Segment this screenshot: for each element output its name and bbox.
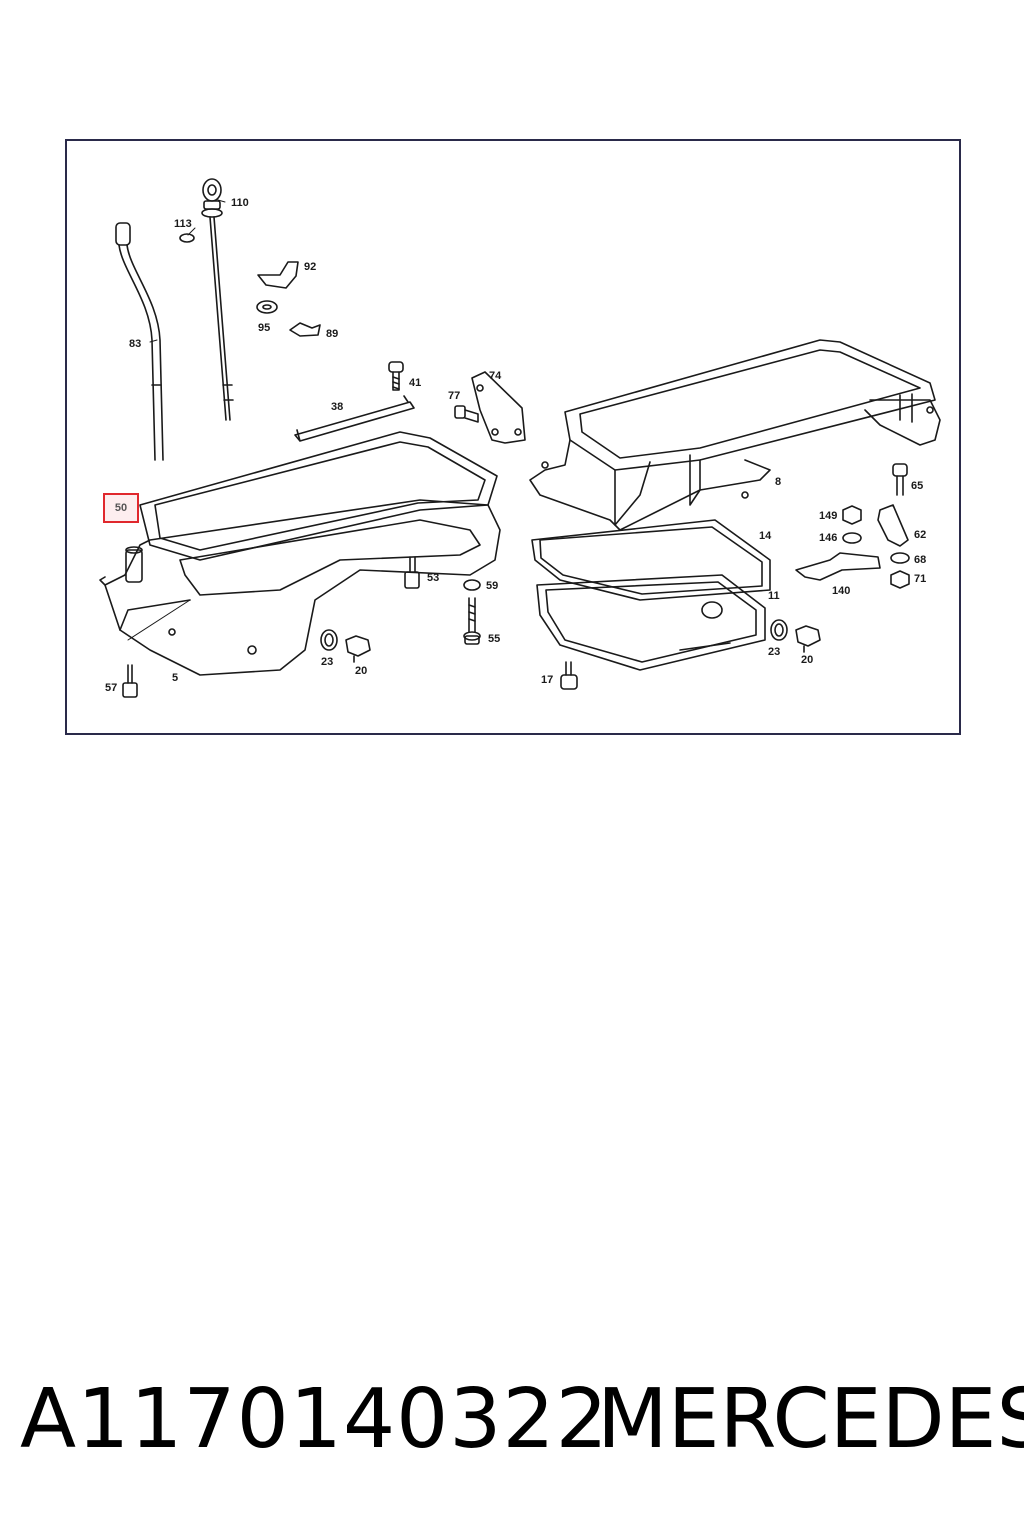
dipstick-tube xyxy=(115,222,164,461)
bracket-38 xyxy=(294,395,415,442)
label-57: 57 xyxy=(105,682,117,694)
drain-plug-20-left xyxy=(345,635,371,663)
label-146: 146 xyxy=(819,532,837,544)
label-68: 68 xyxy=(914,554,926,566)
bolt-77 xyxy=(454,405,479,423)
label-20-left: 20 xyxy=(355,665,367,677)
label-92: 92 xyxy=(304,261,316,273)
clip-89 xyxy=(289,322,321,337)
brand-name: MERCEDES xyxy=(597,1372,1024,1467)
label-53: 53 xyxy=(427,572,439,584)
footer: A1170140322 MERCEDES xyxy=(0,1365,1024,1475)
bolt-55 xyxy=(463,597,481,645)
diagram-frame xyxy=(65,139,961,735)
label-23-left: 23 xyxy=(321,656,333,668)
washer-146 xyxy=(842,532,862,544)
label-38: 38 xyxy=(331,401,343,413)
lower-oil-pan-8 xyxy=(529,339,941,531)
label-17: 17 xyxy=(541,674,553,686)
label-140: 140 xyxy=(832,585,850,597)
label-110: 110 xyxy=(231,197,249,209)
dipstick xyxy=(201,178,234,421)
label-62: 62 xyxy=(914,529,926,541)
upper-oil-pan-5 xyxy=(99,499,501,676)
label-65: 65 xyxy=(911,480,923,492)
bracket-74 xyxy=(471,371,526,444)
part-number: A1170140322 xyxy=(20,1372,609,1467)
label-71: 71 xyxy=(914,573,926,585)
label-83: 83 xyxy=(129,338,141,350)
bolt-65 xyxy=(892,463,908,496)
label-74: 74 xyxy=(489,370,502,382)
label-11: 11 xyxy=(768,590,780,602)
washer-68 xyxy=(890,552,910,564)
label-59: 59 xyxy=(486,580,498,592)
gasket-14 xyxy=(531,519,771,601)
seal-ring-23-right xyxy=(770,619,788,641)
drain-plug-20-right xyxy=(795,625,821,653)
label-149: 149 xyxy=(819,510,837,522)
label-77: 77 xyxy=(448,390,460,402)
label-95: 95 xyxy=(258,322,270,334)
part-labels: 110 113 92 95 89 83 41 74 77 38 8 65 149… xyxy=(105,197,926,694)
highlighted-part-label: 50 xyxy=(114,502,128,514)
label-55: 55 xyxy=(488,633,500,645)
nut-71 xyxy=(890,570,910,589)
seal-ring-23-left xyxy=(320,629,338,651)
bracket-62 xyxy=(877,504,909,547)
grommet-95 xyxy=(256,300,278,314)
bolt-57 xyxy=(122,664,138,698)
oil-pan-cover-11 xyxy=(536,574,766,671)
label-5: 5 xyxy=(172,672,178,684)
bracket-140 xyxy=(795,552,881,581)
label-89: 89 xyxy=(326,328,338,340)
washer-113 xyxy=(179,233,195,243)
clip-92 xyxy=(257,261,299,289)
label-23-right: 23 xyxy=(768,646,780,658)
highlighted-part-marker[interactable] xyxy=(103,493,139,523)
label-41: 41 xyxy=(409,377,421,389)
bolt-53 xyxy=(404,556,420,589)
oil-pan-gasket-50 xyxy=(139,431,498,561)
label-14: 14 xyxy=(759,530,772,542)
bolt-41 xyxy=(388,361,404,391)
label-8: 8 xyxy=(775,476,781,488)
washer-59 xyxy=(463,579,481,591)
nut-149 xyxy=(842,505,862,525)
bolt-17 xyxy=(560,661,578,690)
label-113: 113 xyxy=(174,218,192,230)
exploded-parts-diagram: 110 113 92 95 89 83 41 74 77 38 8 65 149… xyxy=(99,178,941,698)
label-20-right: 20 xyxy=(801,654,813,666)
